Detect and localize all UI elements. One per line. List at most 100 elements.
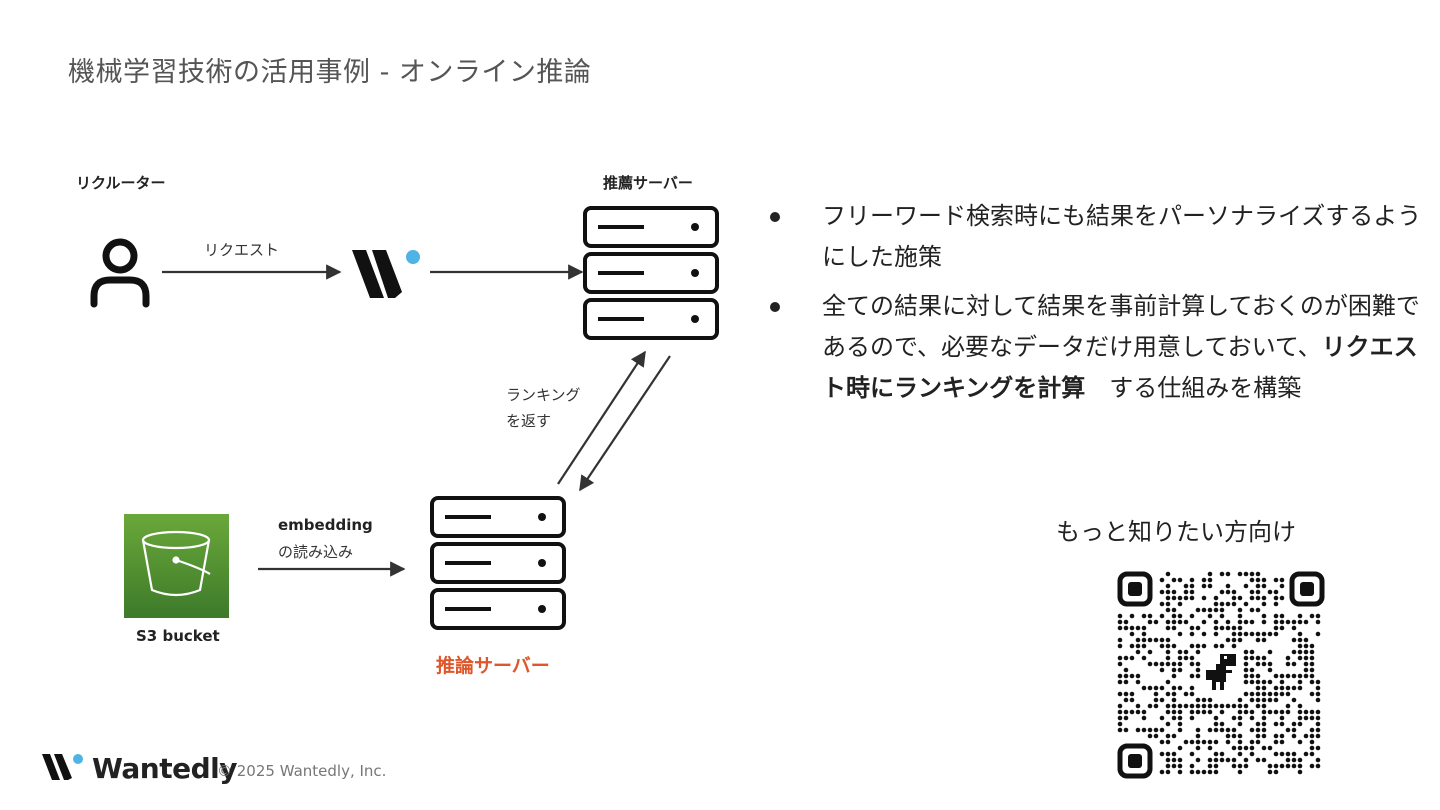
- qr-module: [1213, 757, 1219, 763]
- qr-module: [1315, 727, 1321, 733]
- qr-module: [1207, 613, 1213, 619]
- inference-server-label: 推論サーバー: [436, 655, 550, 677]
- qr-module: [1273, 685, 1279, 691]
- qr-module: [1201, 619, 1207, 625]
- qr-module: [1279, 685, 1285, 691]
- qr-module: [1309, 751, 1315, 757]
- qr-module: [1243, 631, 1249, 637]
- qr-module: [1243, 655, 1249, 661]
- qr-module: [1303, 637, 1309, 643]
- qr-module: [1237, 625, 1243, 631]
- qr-module: [1135, 703, 1141, 709]
- qr-module: [1261, 613, 1267, 619]
- recruiter-label: リクルーター: [76, 174, 166, 192]
- qr-module: [1237, 733, 1243, 739]
- bullet-text-pre: 全ての結果に対して結果を事前計算しておくのが困難であるので、必要なデータだけ用意…: [822, 292, 1420, 361]
- qr-module: [1291, 721, 1297, 727]
- qr-module: [1273, 589, 1279, 595]
- qr-module: [1165, 679, 1171, 685]
- qr-module: [1201, 769, 1207, 775]
- qr-module: [1237, 595, 1243, 601]
- qr-module: [1249, 751, 1255, 757]
- qr-module: [1303, 673, 1309, 679]
- qr-module: [1165, 703, 1171, 709]
- qr-module: [1159, 589, 1165, 595]
- qr-module: [1159, 751, 1165, 757]
- qr-module: [1201, 739, 1207, 745]
- qr-module: [1279, 577, 1285, 583]
- qr-module: [1255, 757, 1261, 763]
- qr-module: [1189, 595, 1195, 601]
- qr-module: [1297, 769, 1303, 775]
- qr-module: [1117, 691, 1123, 697]
- qr-module: [1249, 619, 1255, 625]
- qr-module: [1141, 625, 1147, 631]
- qr-module: [1249, 595, 1255, 601]
- qr-module: [1279, 583, 1285, 589]
- qr-module: [1243, 763, 1249, 769]
- qr-module: [1117, 655, 1123, 661]
- qr-module: [1123, 727, 1129, 733]
- qr-module: [1165, 637, 1171, 643]
- qr-module: [1159, 727, 1165, 733]
- qr-module: [1309, 691, 1315, 697]
- qr-module: [1177, 577, 1183, 583]
- request-label: リクエスト: [204, 241, 280, 259]
- qr-module: [1117, 679, 1123, 685]
- qr-code-icon[interactable]: [1116, 570, 1326, 780]
- qr-module: [1189, 691, 1195, 697]
- qr-module: [1219, 589, 1225, 595]
- qr-module: [1309, 661, 1315, 667]
- qr-module: [1255, 673, 1261, 679]
- qr-module: [1177, 745, 1183, 751]
- qr-module: [1237, 709, 1243, 715]
- qr-module: [1165, 661, 1171, 667]
- qr-module: [1213, 763, 1219, 769]
- qr-module: [1207, 745, 1213, 751]
- qr-module: [1177, 769, 1183, 775]
- qr-module: [1147, 661, 1153, 667]
- qr-module: [1273, 625, 1279, 631]
- qr-module: [1147, 649, 1153, 655]
- qr-module: [1291, 649, 1297, 655]
- qr-module: [1309, 745, 1315, 751]
- qr-module: [1213, 703, 1219, 709]
- qr-module: [1141, 685, 1147, 691]
- qr-module: [1249, 589, 1255, 595]
- qr-module: [1219, 601, 1225, 607]
- qr-module: [1195, 667, 1201, 673]
- qr-module: [1291, 685, 1297, 691]
- qr-module: [1237, 571, 1243, 577]
- qr-module: [1189, 577, 1195, 583]
- wantedly-footer-logo-icon: [42, 754, 83, 780]
- qr-module: [1261, 691, 1267, 697]
- qr-module: [1123, 673, 1129, 679]
- qr-module: [1315, 685, 1321, 691]
- qr-module: [1135, 673, 1141, 679]
- qr-module: [1195, 739, 1201, 745]
- qr-module: [1273, 619, 1279, 625]
- qr-module: [1279, 619, 1285, 625]
- qr-module: [1237, 739, 1243, 745]
- qr-module: [1195, 757, 1201, 763]
- recommend-server-label: 推薦サーバー: [603, 174, 693, 192]
- qr-module: [1297, 637, 1303, 643]
- qr-module: [1297, 649, 1303, 655]
- qr-module: [1249, 727, 1255, 733]
- qr-module: [1303, 715, 1309, 721]
- qr-module: [1207, 727, 1213, 733]
- qr-module: [1303, 667, 1309, 673]
- qr-module: [1117, 715, 1123, 721]
- qr-module: [1177, 727, 1183, 733]
- qr-module: [1255, 571, 1261, 577]
- qr-module: [1189, 613, 1195, 619]
- qr-module: [1219, 607, 1225, 613]
- qr-module: [1297, 709, 1303, 715]
- qr-module: [1165, 583, 1171, 589]
- qr-module: [1141, 637, 1147, 643]
- qr-module: [1177, 703, 1183, 709]
- qr-module: [1267, 679, 1273, 685]
- qr-module: [1171, 757, 1177, 763]
- qr-module: [1147, 613, 1153, 619]
- footer-copyright: © 2025 Wantedly, Inc.: [217, 762, 387, 780]
